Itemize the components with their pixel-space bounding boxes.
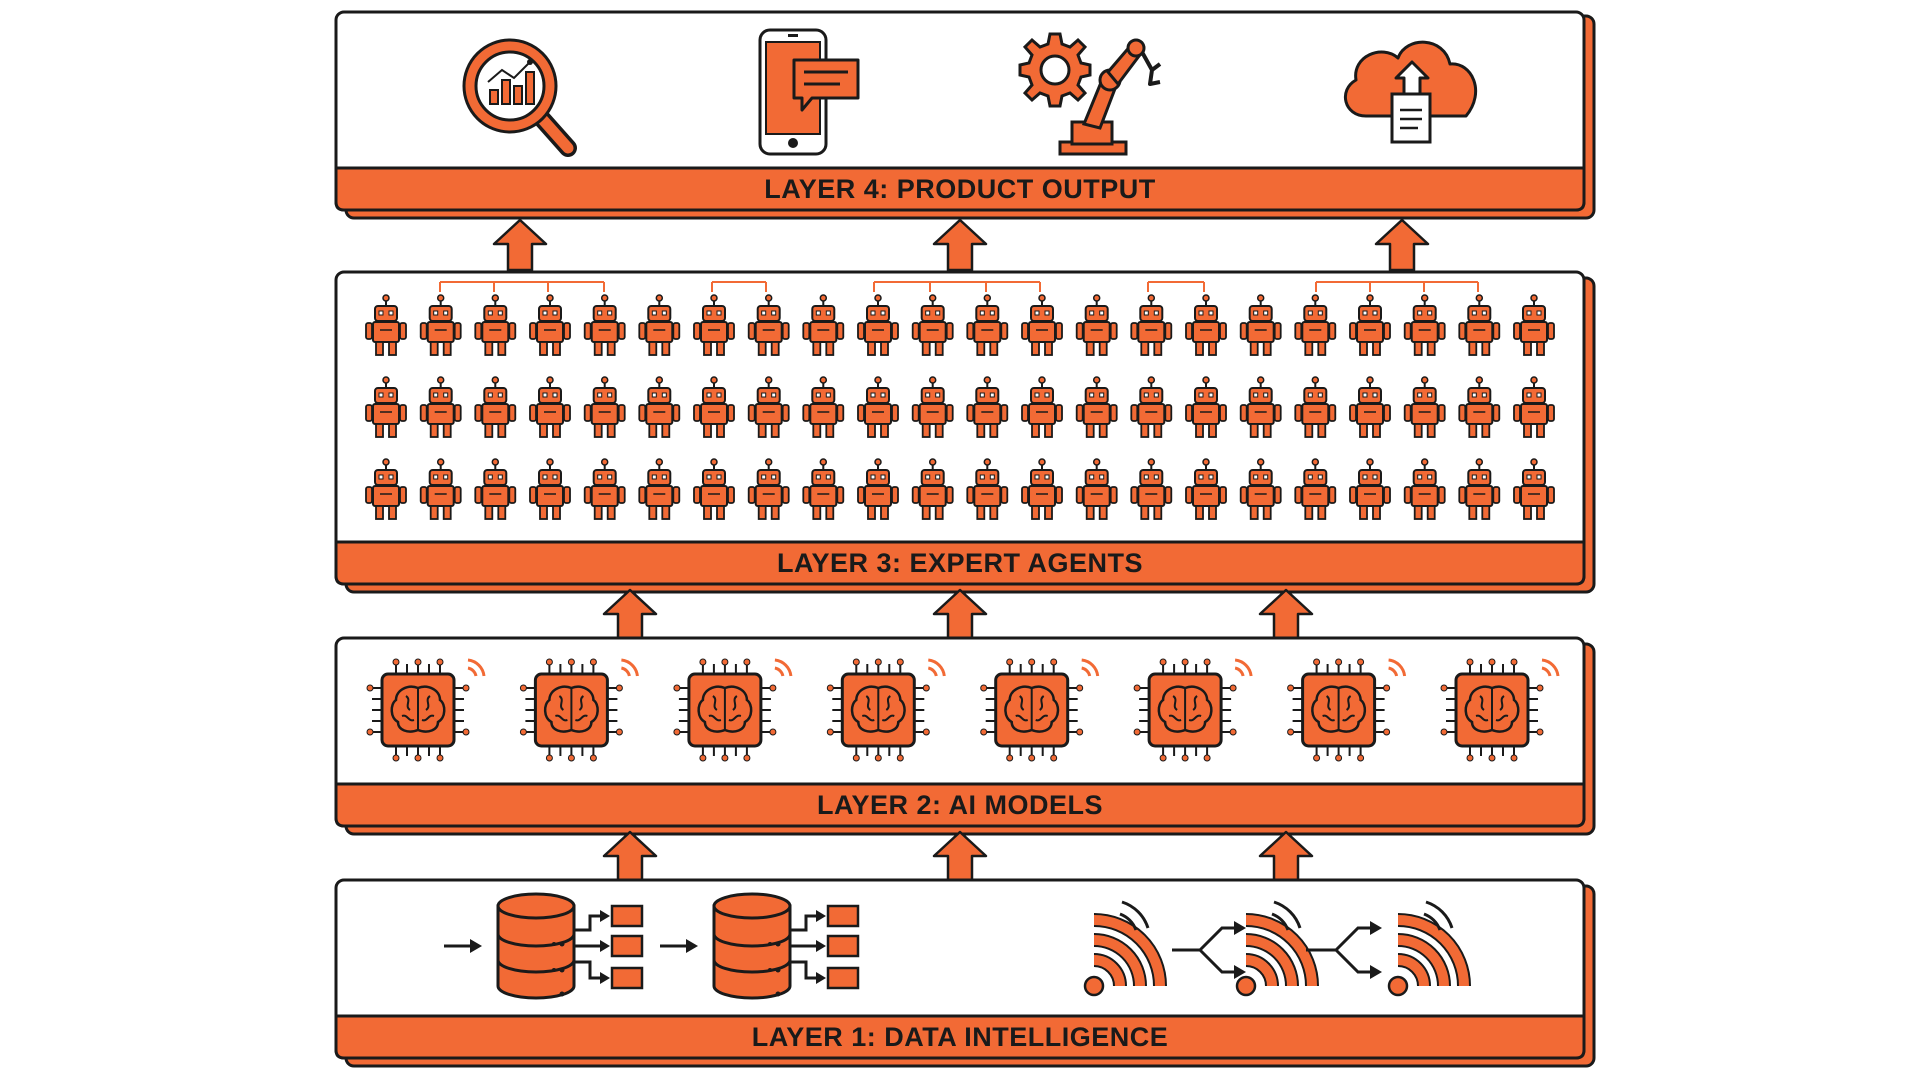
- signal-pipeline: [1085, 902, 1470, 995]
- up-arrow-icon: [932, 218, 988, 272]
- layer-4-title: LAYER 4: PRODUCT OUTPUT: [764, 174, 1156, 204]
- up-arrow-icon: [1374, 218, 1430, 272]
- database-icon: [496, 892, 576, 1000]
- layer-4-panel: LAYER 4: PRODUCT OUTPUT: [334, 10, 1596, 220]
- layer-3-panel: LAYER 3: EXPERT AGENTS: [334, 270, 1596, 594]
- layer-1-panel: LAYER 1: DATA INTELLIGENCE: [334, 878, 1596, 1068]
- layer-2-title: LAYER 2: AI MODELS: [817, 790, 1103, 820]
- mobile-chat-icon: [758, 28, 860, 156]
- layer-2-panel: LAYER 2: AI MODELS: [334, 636, 1596, 836]
- fan-out-arrows: [790, 914, 818, 980]
- data-pipeline-1: [444, 892, 860, 1000]
- up-arrow-icon: [492, 218, 548, 272]
- layer-1-title: LAYER 1: DATA INTELLIGENCE: [752, 1022, 1169, 1052]
- data-blocks: [826, 904, 860, 990]
- arrows-layer1-to-layer2: [602, 830, 1314, 884]
- fan-out-arrows: [574, 914, 602, 980]
- arrows-layer3-to-layer4: [492, 218, 1430, 272]
- up-arrow-icon: [602, 830, 658, 884]
- right-arrow-icon: [444, 939, 482, 953]
- database-icon: [712, 892, 792, 1000]
- data-blocks: [610, 904, 644, 990]
- layer-3-title: LAYER 3: EXPERT AGENTS: [777, 548, 1143, 578]
- up-arrow-icon: [602, 588, 658, 642]
- branching-arrow-icon: [1172, 926, 1238, 974]
- agent-connector-lines: [439, 281, 1479, 292]
- analytics-magnifier-icon: [462, 38, 577, 157]
- cloud-upload-document-icon: [1344, 40, 1478, 144]
- up-arrow-icon: [1258, 830, 1314, 884]
- up-arrow-icon: [1258, 588, 1314, 642]
- right-arrow-icon: [660, 939, 698, 953]
- branching-arrow-icon: [1306, 926, 1374, 974]
- arrows-layer2-to-layer3: [602, 588, 1314, 642]
- robotic-arm-gear-icon: [1018, 32, 1162, 156]
- up-arrow-icon: [932, 588, 988, 642]
- up-arrow-icon: [932, 830, 988, 884]
